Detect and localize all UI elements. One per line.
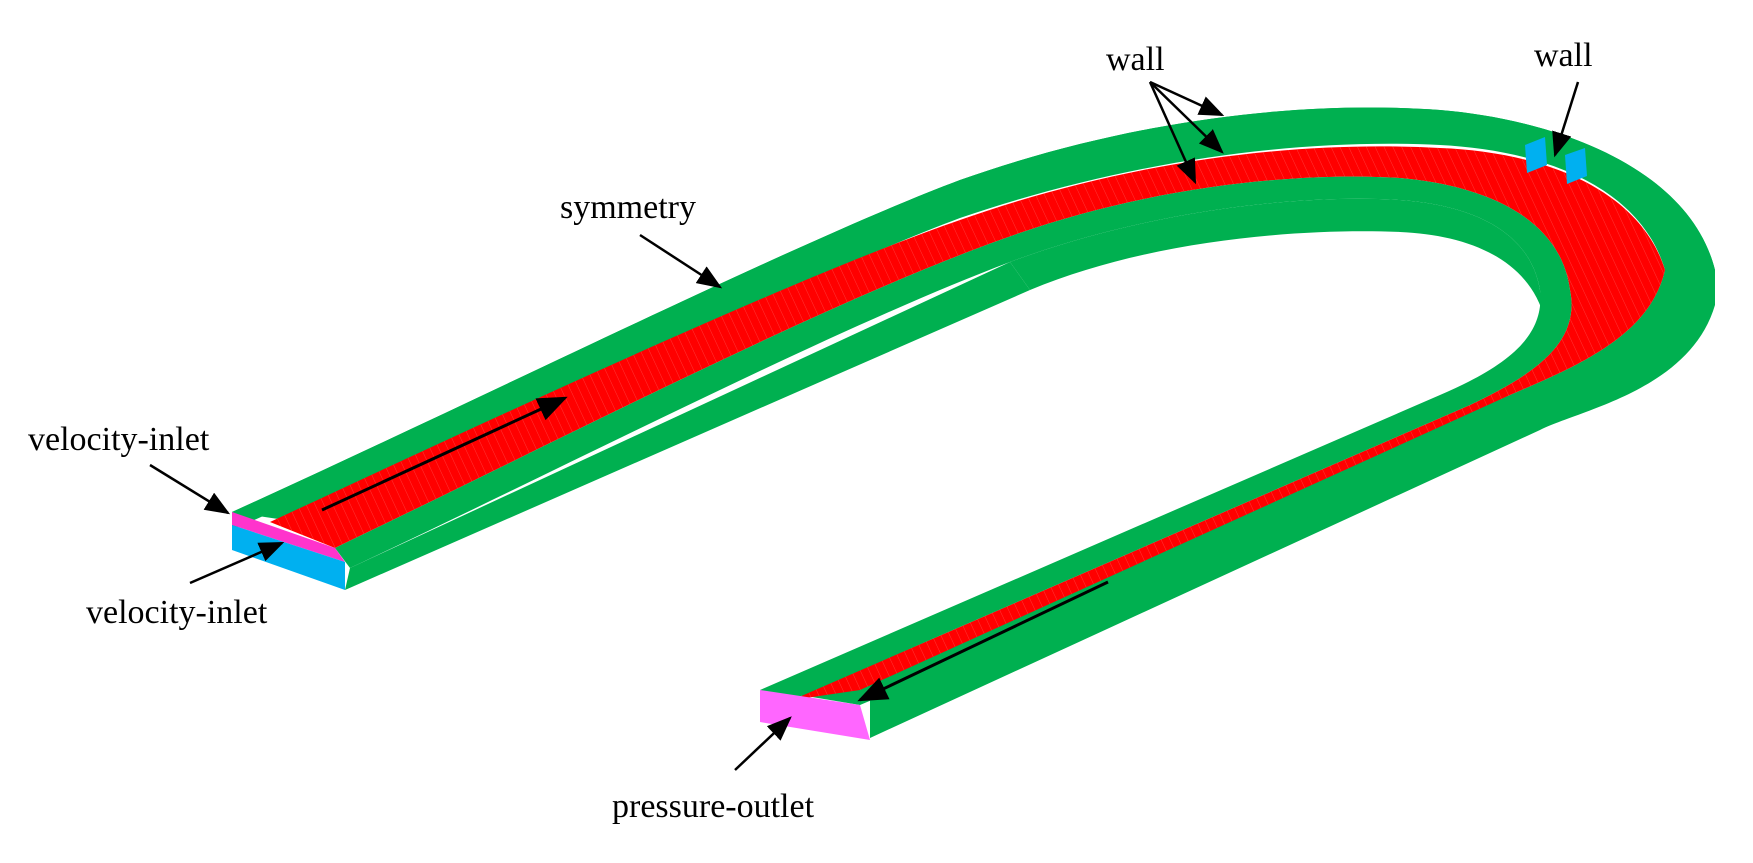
- wall-right-leader: [1552, 81, 1580, 158]
- inner-side-wall: [1010, 198, 1545, 320]
- wall-leader-inner: [1148, 81, 1197, 185]
- inflow-arrow: [321, 396, 568, 512]
- label-symmetry: symmetry: [560, 189, 696, 226]
- symmetry-leader: [639, 233, 723, 289]
- wall-leader-middle: [1149, 81, 1224, 154]
- left-arm-front-depth: [345, 262, 1030, 590]
- wall-block-left: [1525, 137, 1547, 173]
- velocity-inlet-bottom-face: [232, 525, 345, 590]
- velocity-inlet-lower-leader: [189, 541, 285, 585]
- label-pressure-outlet: pressure-outlet: [612, 788, 815, 825]
- label-velocity-inlet-lower: velocity-inlet: [86, 594, 268, 631]
- label-wall-right: wall: [1534, 37, 1593, 74]
- outflow-arrow: [857, 580, 1109, 702]
- pressure-outlet-leader: [734, 716, 792, 771]
- pressure-outlet-face: [760, 690, 870, 740]
- inner-wall-top-band: [335, 176, 1572, 700]
- wall-leader-outer: [1149, 80, 1225, 117]
- label-wall-center: wall: [1106, 41, 1165, 78]
- velocity-inlet-top-face: [232, 512, 345, 562]
- velocity-inlet-upper-leader: [149, 463, 231, 515]
- fluid-mesh: [270, 146, 1665, 700]
- label-velocity-inlet-upper: velocity-inlet: [28, 421, 210, 458]
